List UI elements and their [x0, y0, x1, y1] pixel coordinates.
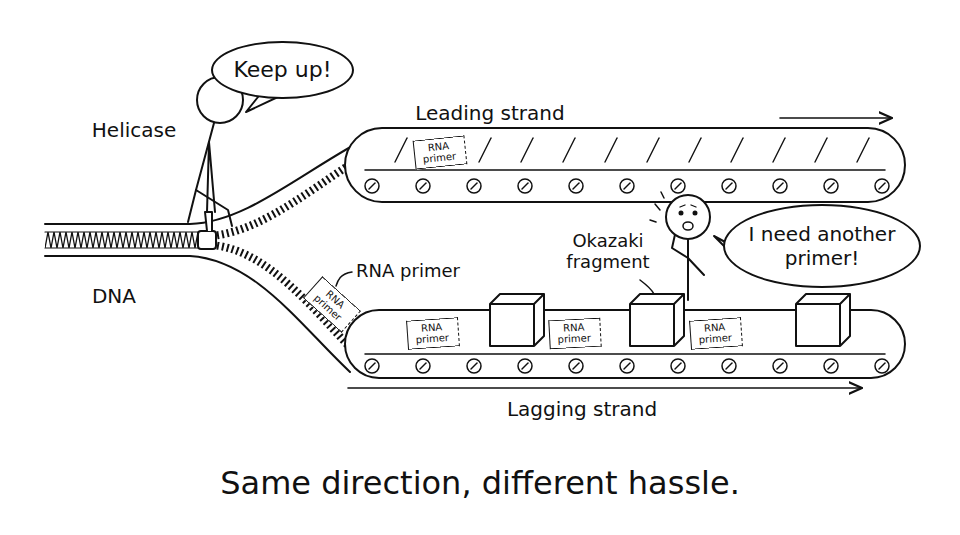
primer-tag: RNA primer [549, 317, 602, 349]
part-label: Helicase [92, 119, 176, 142]
strand-label: Leading strand [415, 102, 564, 125]
dna-zipper [45, 128, 388, 372]
speech-text: I need another primer! [747, 222, 897, 270]
worried-worker [650, 192, 710, 300]
okazaki-boxes [490, 294, 850, 346]
leading-conveyor [345, 128, 905, 202]
part-label: Okazaki fragment [558, 231, 658, 272]
part-label: DNA [92, 285, 136, 308]
speech-text: Keep up! [233, 57, 332, 83]
caption: Same direction, different hassle. [220, 465, 740, 502]
helicase-figure [188, 77, 243, 226]
primer-text: RNA primer [698, 321, 733, 344]
primer-text: RNA primer [422, 140, 457, 164]
leader-line [640, 280, 654, 294]
primer-tag: RNA primer [689, 317, 743, 350]
speech-bubble: I need another primer! [723, 204, 921, 288]
leader-line [336, 272, 352, 286]
strand-label: Lagging strand [507, 398, 657, 421]
direction-arrow [348, 387, 862, 389]
speech-bubble: Keep up! [211, 41, 354, 99]
primer-tag: RNA primer [413, 135, 468, 169]
part-label: RNA primer [356, 261, 460, 282]
primer-tag: RNA primer [406, 317, 460, 350]
direction-arrow [780, 117, 892, 119]
primer-text: RNA primer [415, 321, 450, 344]
primer-text: RNA primer [557, 322, 591, 345]
zipper-slider [198, 212, 216, 249]
